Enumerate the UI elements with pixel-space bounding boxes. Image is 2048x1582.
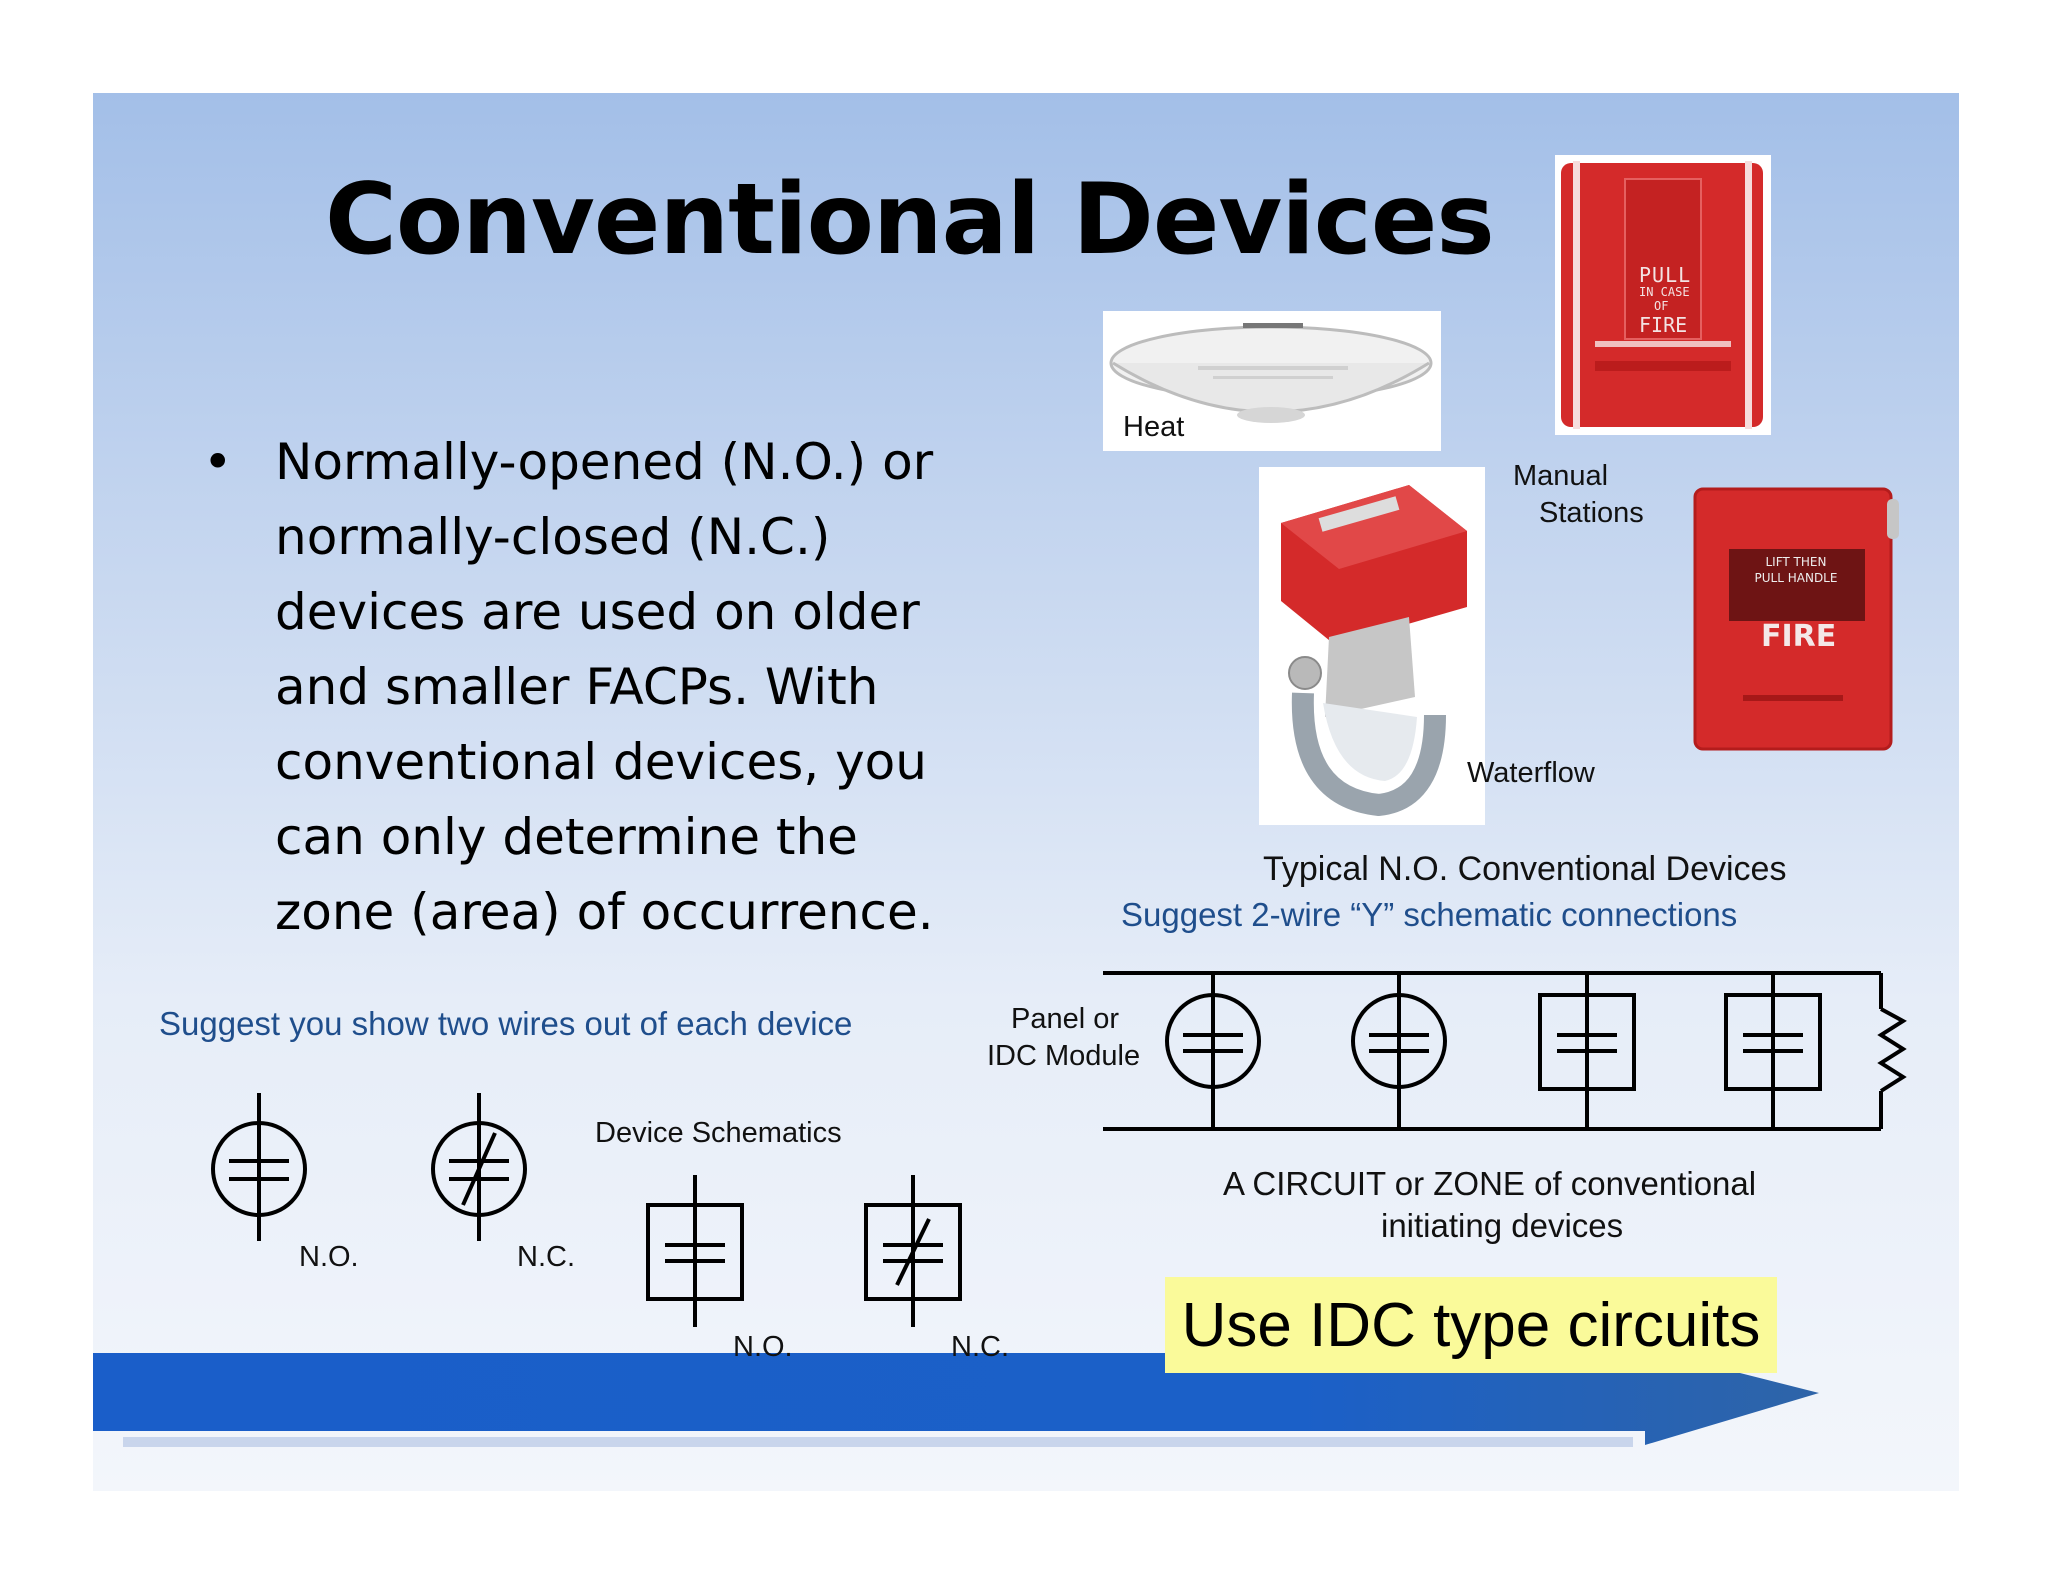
waterflow-switch-photo [1259, 467, 1485, 825]
suggest-two-wires-note: Suggest you show two wires out of each d… [159, 1005, 853, 1042]
circuit-schematic [1103, 971, 1907, 1131]
panel-label-line-1: Panel or [1011, 1003, 1120, 1035]
no-label-circle: N.O. [299, 1241, 359, 1273]
slide-title: Conventional Devices [325, 163, 1495, 277]
fire-text-2: FIRE [1761, 619, 1837, 654]
heat-label: Heat [1123, 411, 1185, 443]
slide: Conventional Devices • Normally-opened (… [93, 93, 1959, 1491]
bullet-line: can only determine the [275, 808, 858, 866]
nc-label-circle: N.C. [517, 1241, 575, 1273]
pull-text: PULL [1639, 263, 1692, 287]
circuit-caption-line-1: A CIRCUIT or ZONE of conventional [1223, 1165, 1757, 1202]
lift-then-text: LIFT THEN [1765, 555, 1827, 569]
nc-label-box: N.C. [951, 1331, 1009, 1363]
no-circle-symbol [211, 1093, 307, 1241]
waterflow-switch-image [1281, 485, 1467, 817]
in-case-text: IN CASE [1639, 285, 1690, 299]
lift-pull-station-image [1693, 487, 1899, 751]
idc-note-text: Use IDC type circuits [1181, 1290, 1761, 1360]
suggest-2wire-caption: Suggest 2-wire “Y” schematic connections [1121, 896, 1738, 933]
of-text: OF [1654, 299, 1669, 313]
nc-box-symbol [864, 1175, 962, 1327]
heat-detector-photo: Heat [1103, 311, 1441, 451]
heat-detector-image [1109, 323, 1433, 423]
bullet-line: Normally-opened (N.O.) or [275, 433, 934, 491]
manual-station-photo-2: LIFT THEN PULL HANDLE FIRE [1691, 485, 1901, 755]
device-schematics-caption: Device Schematics [595, 1117, 842, 1149]
bullet-line: conventional devices, you [275, 733, 927, 791]
idc-note-box: Use IDC type circuits [1165, 1277, 1777, 1373]
pull-handle-text: PULL HANDLE [1754, 571, 1838, 585]
bullet-line: normally-closed (N.C.) [275, 508, 831, 566]
manual-label-line-2: Stations [1539, 497, 1644, 529]
no-box-symbol [646, 1175, 744, 1327]
fire-text: FIRE [1639, 313, 1688, 337]
manual-station-photo-1: PULL IN CASE OF FIRE [1555, 155, 1771, 435]
bullet-marker: • [203, 433, 233, 491]
bullet-line: devices are used on older [275, 583, 920, 641]
circuit-caption-line-2: initiating devices [1381, 1207, 1624, 1244]
no-label-box: N.O. [733, 1331, 793, 1363]
banner-arrow [93, 1349, 1819, 1447]
typical-caption: Typical N.O. Conventional Devices [1263, 850, 1787, 888]
bullet-line: zone (area) of occurrence. [275, 883, 934, 941]
bullet-line: and smaller FACPs. With [275, 658, 879, 716]
nc-circle-symbol [431, 1093, 527, 1241]
panel-label-line-2: IDC Module [987, 1040, 1141, 1072]
waterflow-label: Waterflow [1467, 757, 1595, 789]
pull-station-image [1561, 161, 1763, 429]
manual-label-line-1: Manual [1513, 460, 1609, 492]
